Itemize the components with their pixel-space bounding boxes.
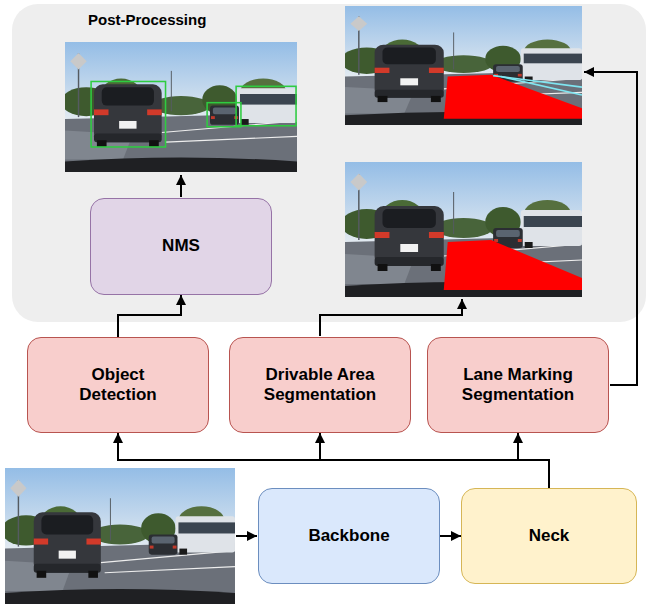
flow-arrow	[518, 433, 549, 488]
drivable-area-mask	[444, 240, 582, 290]
panel-heading: Post-Processing	[88, 11, 206, 29]
output-arrow	[584, 72, 637, 385]
bounding-box	[236, 86, 296, 125]
flow-arrow	[320, 433, 549, 488]
input-image	[1, 468, 235, 604]
drivable-area-mask	[444, 75, 582, 119]
head-box: Lane Marking Segmentation	[427, 337, 609, 433]
backbone-box: Backbone	[258, 488, 440, 584]
flow-arrow	[118, 295, 181, 337]
detection-image	[61, 42, 297, 172]
box-label: Drivable Area Segmentation	[258, 365, 382, 406]
bounding-box	[91, 81, 165, 146]
road-scene	[61, 42, 297, 172]
flow-arrow	[440, 535, 461, 537]
road-scene	[341, 162, 582, 297]
process-box: NMS	[90, 198, 272, 295]
lane-image	[341, 6, 582, 125]
neck-box: Neck	[461, 488, 637, 584]
output-arrows	[181, 72, 637, 536]
box-label: NMS	[162, 236, 200, 256]
drivable-image	[341, 162, 582, 297]
flow-arrow	[118, 433, 549, 488]
box-label: Backbone	[308, 526, 389, 546]
lane-mask	[501, 77, 582, 96]
output-arrow	[180, 175, 182, 197]
output-arrow	[320, 299, 462, 336]
input-arrow	[236, 535, 257, 537]
box-label: Lane Marking Segmentation	[456, 365, 580, 406]
head-box: Object Detection	[27, 337, 209, 433]
road-scene	[1, 468, 235, 604]
head-box: Drivable Area Segmentation	[229, 337, 411, 433]
box-label: Neck	[529, 526, 570, 546]
road-scene	[341, 6, 582, 125]
box-label: Object Detection	[56, 365, 180, 406]
